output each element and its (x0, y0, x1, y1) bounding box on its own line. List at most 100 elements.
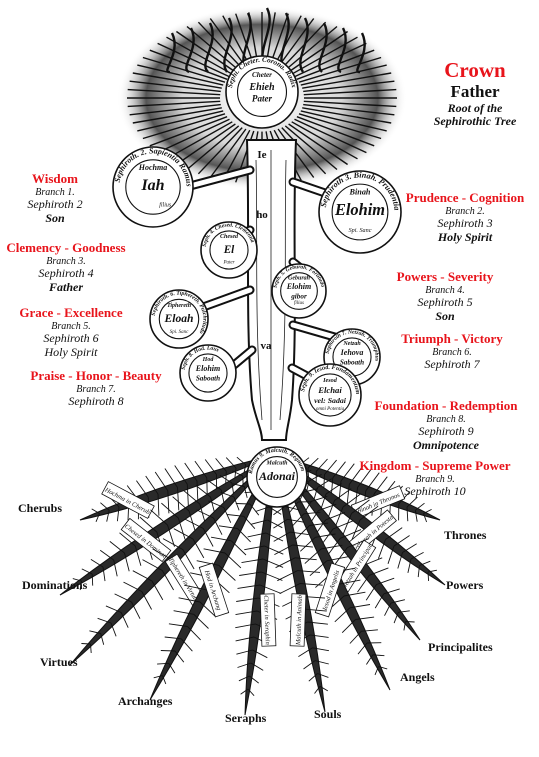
attr-title: Triumph - Victory (401, 331, 503, 346)
order-dominations: Dominations (22, 578, 88, 592)
sephira-divine-name: Eloah (164, 312, 194, 325)
attr-branch: Branch 6. (432, 346, 472, 358)
order-principalites: Principalites (428, 640, 493, 654)
sephira-note: Pater (222, 261, 234, 266)
halo-ray (235, 13, 255, 66)
halo-ray (197, 21, 243, 69)
trunk-letter-ho: ho (256, 209, 268, 221)
halo-ray (294, 42, 367, 78)
root-leaf: Hod in Archang (149, 454, 276, 701)
halo-ray (142, 113, 226, 140)
root-label: Cheter in Seraphin (262, 595, 271, 645)
sephira-divine-name-2: Saboath (196, 375, 220, 383)
attr-branch: Branch 5. (51, 320, 91, 332)
halo-ray (127, 100, 221, 108)
attr-sephiroth: Sephiroth 6 (43, 331, 99, 346)
crown-rays (127, 12, 397, 184)
attr-person: Son (435, 309, 455, 324)
attr-person: Son (45, 211, 65, 226)
halo-ray (300, 110, 387, 132)
attr-title: Grace - Excellence (19, 305, 123, 320)
halo-ray (176, 123, 236, 166)
halo-ray (303, 88, 397, 96)
halo-ray (157, 118, 230, 154)
sephira-name: Tiphereth (167, 303, 192, 309)
halo-ray (129, 103, 221, 116)
attr-title: Wisdom (32, 171, 78, 186)
sephira-name: Netzah (342, 341, 361, 347)
attr-grace: Grace - Excellence Branch 5. Sephiroth 6… (2, 305, 140, 360)
halo-ray (166, 121, 233, 160)
sephira-divine-name: Iah (140, 177, 164, 194)
sephira-name: Geburah (288, 276, 311, 282)
crown-line-2: Sephirothic Tree (433, 114, 517, 129)
attr-sephiroth: Sephiroth 9 (418, 424, 474, 439)
halo-ray (127, 88, 221, 96)
crown-flame (337, 27, 347, 74)
sephira-name: Hochma (138, 163, 167, 172)
attr-person: Holy Spirit (44, 345, 98, 360)
sephira-note: omni Potentia (316, 407, 345, 412)
halo-ray (288, 30, 348, 73)
sephira-divine-name: Elchai (317, 385, 342, 395)
attr-person: Holy Spirit (437, 230, 493, 245)
crown-flame (204, 22, 214, 73)
halo-ray (281, 127, 327, 175)
attr-title: Kingdom - Supreme Power (359, 458, 511, 473)
sephira-divine-name: El (223, 244, 235, 256)
halo-ray (132, 72, 222, 89)
root-leaf: Hochma in Cherub (79, 454, 276, 522)
halo-ray (303, 100, 397, 108)
root-leaf: Cheter in Seraphin (235, 454, 284, 716)
halo-ray (197, 127, 243, 175)
attr-praise: Praise - Honor - Beauty Branch 7. Sephir… (10, 368, 182, 409)
sephira-divine-name: Ehieh (248, 82, 275, 93)
attr-clemency: Clemency - Goodness Branch 3. Sephiroth … (2, 240, 130, 295)
sephira-divine-name: Elohim (195, 364, 220, 373)
sephira-note: filius (294, 301, 304, 306)
halo-ray (302, 107, 392, 124)
attr-branch: Branch 9. (415, 473, 455, 485)
sephira-name: Iesod (322, 377, 338, 384)
sephira-divine-name: Elohim (334, 200, 385, 219)
halo-ray (149, 49, 228, 80)
halo-ray (222, 15, 251, 67)
sephira-tiphereth: Sephiroth. 6. Tiphereth. PulchritudoEloa… (149, 289, 209, 349)
attr-title: Clemency - Goodness (6, 240, 126, 255)
attr-kingdom: Kingdom - Supreme Power Branch 9. Sephir… (352, 458, 518, 499)
halo-ray (296, 116, 375, 147)
attr-person: Father (48, 280, 83, 295)
attr-sephiroth: Sephiroth 7 (424, 357, 480, 372)
halo-ray (284, 125, 338, 171)
attr-sephiroth: Sephiroth 5 (417, 295, 473, 310)
halo-ray (129, 80, 221, 93)
halo-ray (209, 18, 247, 68)
order-archanges: Archanges (118, 694, 173, 708)
sephira-name: Binah (349, 188, 371, 197)
attr-branch: Branch 8. (426, 413, 466, 425)
halo-ray (132, 107, 222, 124)
halo-ray (298, 113, 382, 140)
attr-wisdom: Wisdom Branch 1. Sephiroth 2 Son (22, 171, 88, 226)
halo-ray (269, 13, 289, 66)
attr-branch: Branch 7. (76, 383, 116, 395)
order-powers: Powers (446, 578, 484, 592)
crown-flames (166, 7, 366, 74)
sephira-name: Hod (202, 357, 215, 363)
sephira-divine-name: Iehova (340, 348, 364, 357)
crown-flame (356, 32, 366, 74)
halo-ray (157, 42, 230, 78)
crown-flame (166, 32, 176, 74)
halo-ray (186, 25, 240, 71)
attr-branch: Branch 1. (35, 186, 75, 198)
order-virtues: Virtues (40, 655, 78, 669)
attr-triumph: Triumph - Victory Branch 6. Sephiroth 7 (386, 331, 518, 372)
attr-title: Powers - Severity (396, 269, 494, 284)
sephira-divine-name-2: vel: Sadai (314, 396, 347, 405)
sephira-note: Spi. Sanc (349, 228, 372, 234)
